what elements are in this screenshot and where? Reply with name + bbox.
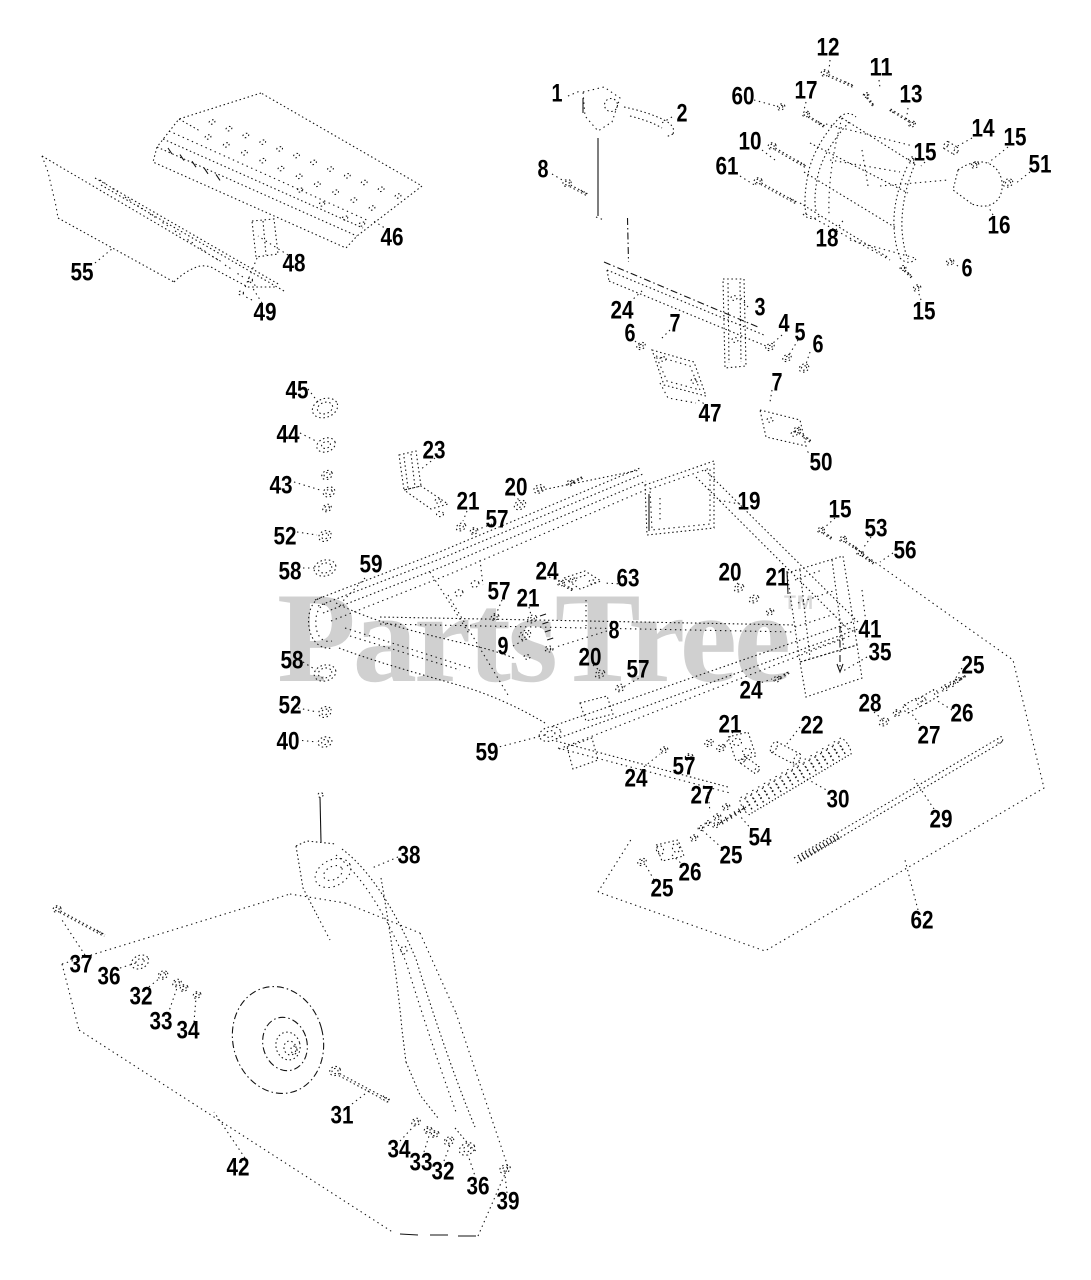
svg-text:42: 42 xyxy=(227,1154,250,1182)
svg-text:27: 27 xyxy=(918,722,941,750)
svg-text:29: 29 xyxy=(930,806,953,834)
svg-text:50: 50 xyxy=(810,449,833,477)
svg-text:45: 45 xyxy=(286,377,309,405)
svg-text:27: 27 xyxy=(691,782,714,810)
svg-text:21: 21 xyxy=(517,585,540,613)
svg-text:57: 57 xyxy=(627,656,650,684)
svg-text:6: 6 xyxy=(813,331,824,359)
svg-text:9: 9 xyxy=(498,633,509,661)
svg-text:22: 22 xyxy=(801,712,824,740)
svg-text:52: 52 xyxy=(279,692,302,720)
svg-text:15: 15 xyxy=(913,298,936,326)
svg-text:53: 53 xyxy=(865,515,888,543)
svg-text:10: 10 xyxy=(739,128,762,156)
svg-text:32: 32 xyxy=(130,983,153,1011)
svg-text:20: 20 xyxy=(579,644,602,672)
svg-text:25: 25 xyxy=(651,875,674,903)
svg-text:18: 18 xyxy=(816,225,839,253)
svg-text:26: 26 xyxy=(951,700,974,728)
svg-text:59: 59 xyxy=(476,739,499,767)
svg-text:12: 12 xyxy=(817,34,840,62)
svg-text:54: 54 xyxy=(749,824,772,852)
svg-text:61: 61 xyxy=(716,153,739,181)
svg-text:58: 58 xyxy=(279,558,302,586)
svg-text:25: 25 xyxy=(962,652,985,680)
svg-text:59: 59 xyxy=(360,551,383,579)
svg-text:36: 36 xyxy=(467,1173,490,1201)
svg-text:26: 26 xyxy=(679,859,702,887)
svg-text:30: 30 xyxy=(827,786,850,814)
svg-text:20: 20 xyxy=(719,559,742,587)
svg-text:4: 4 xyxy=(779,310,790,338)
svg-text:40: 40 xyxy=(277,728,300,756)
svg-text:11: 11 xyxy=(870,54,893,82)
svg-text:1: 1 xyxy=(552,80,563,108)
svg-text:14: 14 xyxy=(972,115,995,143)
svg-text:43: 43 xyxy=(270,472,293,500)
svg-text:8: 8 xyxy=(609,617,620,645)
svg-text:5: 5 xyxy=(795,319,806,347)
svg-text:25: 25 xyxy=(720,842,743,870)
svg-text:34: 34 xyxy=(388,1136,411,1164)
svg-text:58: 58 xyxy=(281,647,304,675)
svg-text:24: 24 xyxy=(625,765,648,793)
svg-text:51: 51 xyxy=(1029,151,1052,179)
svg-text:49: 49 xyxy=(254,299,277,327)
svg-text:37: 37 xyxy=(70,951,93,979)
svg-text:52: 52 xyxy=(274,523,297,551)
svg-text:17: 17 xyxy=(795,77,818,105)
svg-text:24: 24 xyxy=(536,558,559,586)
svg-text:62: 62 xyxy=(911,907,934,935)
svg-text:48: 48 xyxy=(283,250,306,278)
svg-text:33: 33 xyxy=(410,1149,433,1177)
svg-text:2: 2 xyxy=(677,100,688,128)
svg-text:6: 6 xyxy=(625,320,636,348)
svg-text:16: 16 xyxy=(988,212,1011,240)
svg-text:57: 57 xyxy=(486,506,509,534)
svg-text:8: 8 xyxy=(538,156,549,184)
svg-text:63: 63 xyxy=(617,565,640,593)
svg-text:19: 19 xyxy=(738,488,761,516)
svg-text:15: 15 xyxy=(1004,124,1027,152)
svg-text:20: 20 xyxy=(505,474,528,502)
svg-text:60: 60 xyxy=(732,83,755,111)
svg-text:57: 57 xyxy=(673,753,696,781)
svg-text:24: 24 xyxy=(740,677,763,705)
svg-text:55: 55 xyxy=(71,259,94,287)
svg-text:15: 15 xyxy=(829,496,852,524)
svg-text:21: 21 xyxy=(719,711,742,739)
svg-text:24: 24 xyxy=(611,297,634,325)
svg-text:44: 44 xyxy=(277,421,300,449)
svg-text:7: 7 xyxy=(670,310,681,338)
svg-text:46: 46 xyxy=(381,224,404,252)
svg-text:21: 21 xyxy=(766,564,789,592)
svg-text:23: 23 xyxy=(423,437,446,465)
svg-text:41: 41 xyxy=(859,616,882,644)
svg-text:57: 57 xyxy=(488,578,511,606)
svg-text:6: 6 xyxy=(962,255,973,283)
svg-text:3: 3 xyxy=(755,294,766,322)
svg-text:7: 7 xyxy=(772,369,783,397)
svg-text:15: 15 xyxy=(914,139,937,167)
svg-text:32: 32 xyxy=(432,1158,455,1186)
svg-text:13: 13 xyxy=(900,81,923,109)
svg-text:35: 35 xyxy=(869,639,892,667)
svg-text:PartsTree: PartsTree xyxy=(277,566,788,709)
svg-text:47: 47 xyxy=(699,400,722,428)
svg-text:28: 28 xyxy=(859,690,882,718)
svg-text:21: 21 xyxy=(457,488,480,516)
svg-text:34: 34 xyxy=(177,1017,200,1045)
svg-text:31: 31 xyxy=(331,1102,354,1130)
svg-text:39: 39 xyxy=(497,1188,520,1216)
svg-text:33: 33 xyxy=(150,1008,173,1036)
svg-text:56: 56 xyxy=(894,537,917,565)
svg-text:38: 38 xyxy=(398,842,421,870)
svg-text:36: 36 xyxy=(98,963,121,991)
